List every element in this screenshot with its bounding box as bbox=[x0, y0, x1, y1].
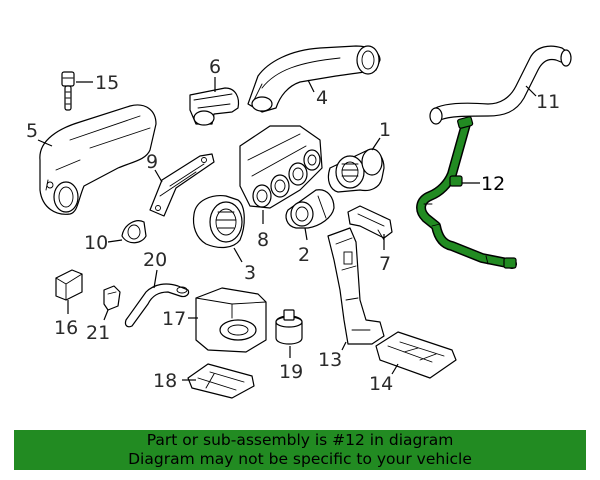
banner-line-1: Part or sub-assembly is #12 in diagram bbox=[146, 431, 454, 449]
part-1-vent[interactable] bbox=[327, 148, 385, 193]
part-18-tray[interactable] bbox=[187, 363, 255, 399]
callout-13: 13 bbox=[318, 349, 342, 371]
callout-18: 18 bbox=[153, 370, 177, 392]
callout-4: 4 bbox=[316, 87, 328, 109]
callout-10: 10 bbox=[84, 232, 108, 254]
callout-labels: 15 5 6 4 11 1 9 12 8 2 10 3 7 20 16 21 1… bbox=[26, 56, 560, 395]
callout-11: 11 bbox=[536, 91, 560, 113]
part-17-housing[interactable] bbox=[195, 287, 267, 353]
callout-20: 20 bbox=[143, 249, 167, 271]
part-2-vent[interactable] bbox=[285, 189, 335, 229]
leader-13 bbox=[341, 341, 347, 351]
part-4-duct[interactable] bbox=[247, 45, 381, 113]
part-11-pipe[interactable] bbox=[429, 45, 572, 125]
part-15-clip[interactable] bbox=[61, 71, 75, 111]
callout-14: 14 bbox=[369, 373, 393, 395]
leader-14 bbox=[391, 363, 399, 375]
info-banner: Part or sub-assembly is #12 in diagram D… bbox=[14, 430, 586, 470]
part-8-vent-panel[interactable] bbox=[239, 125, 323, 209]
callout-7: 7 bbox=[379, 253, 391, 275]
part-9-bracket[interactable] bbox=[149, 153, 215, 217]
part-10-grommet[interactable] bbox=[121, 220, 147, 244]
leader-21 bbox=[103, 309, 109, 321]
leader-1 bbox=[371, 137, 381, 151]
part-3-vent[interactable] bbox=[192, 195, 245, 249]
leader-9 bbox=[154, 169, 163, 183]
part-5-duct[interactable] bbox=[39, 104, 157, 215]
leader-2 bbox=[304, 227, 308, 241]
leader-3 bbox=[233, 247, 243, 263]
leader-10 bbox=[107, 239, 123, 243]
leader-5 bbox=[37, 139, 53, 147]
part-12-hose-highlighted[interactable] bbox=[416, 116, 517, 269]
banner-line-2: Diagram may not be specific to your vehi… bbox=[128, 450, 472, 468]
callout-17: 17 bbox=[162, 308, 186, 330]
part-19-motor[interactable] bbox=[275, 309, 303, 345]
callout-3: 3 bbox=[244, 262, 256, 284]
callout-8: 8 bbox=[257, 229, 269, 251]
leader-lines bbox=[37, 77, 537, 381]
part-6-elbow[interactable] bbox=[189, 87, 240, 126]
part-7-bracket[interactable] bbox=[347, 205, 393, 241]
callout-21: 21 bbox=[86, 322, 110, 344]
callout-15: 15 bbox=[95, 72, 119, 94]
part-20-link[interactable] bbox=[124, 283, 190, 328]
callout-12: 12 bbox=[481, 173, 505, 195]
part-16-clip[interactable] bbox=[55, 269, 83, 301]
callout-1: 1 bbox=[379, 119, 391, 141]
callout-9: 9 bbox=[146, 151, 158, 173]
leader-20 bbox=[153, 269, 158, 289]
callout-5: 5 bbox=[26, 120, 38, 142]
callout-19: 19 bbox=[279, 361, 303, 383]
callout-6: 6 bbox=[209, 56, 221, 78]
callout-16: 16 bbox=[54, 317, 78, 339]
leader-4 bbox=[307, 79, 315, 93]
part-21-clip[interactable] bbox=[103, 285, 121, 311]
callout-2: 2 bbox=[298, 244, 310, 266]
part-13-duct[interactable] bbox=[327, 227, 385, 345]
part-14-panel[interactable] bbox=[375, 331, 457, 379]
leader-11 bbox=[525, 85, 537, 97]
